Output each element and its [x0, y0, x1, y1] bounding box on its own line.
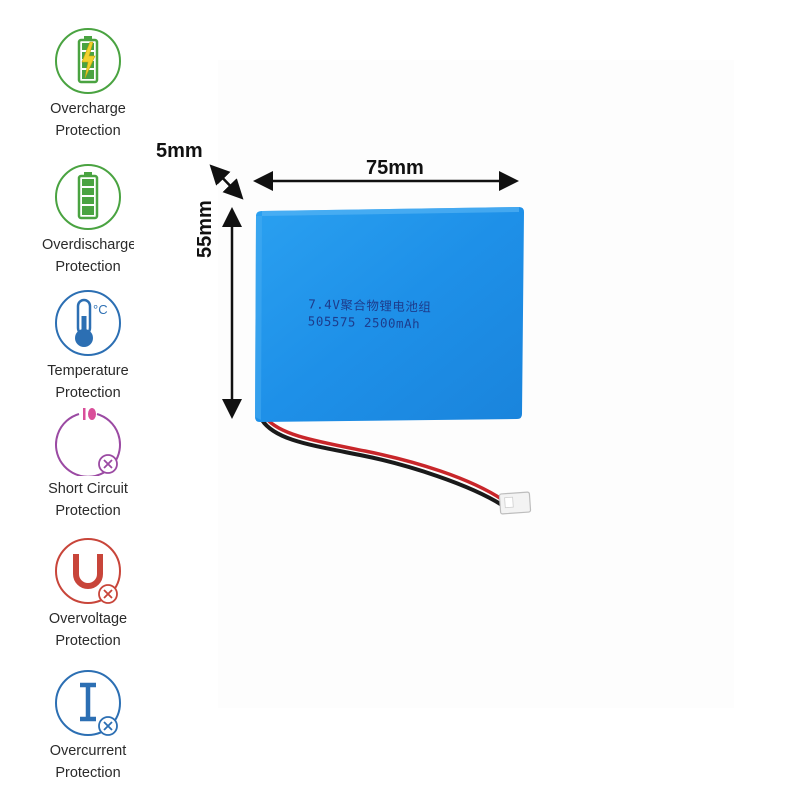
feature-label-line1: Temperature — [47, 363, 129, 379]
black-wire — [260, 418, 504, 507]
feature-label-line1: Overcharge — [50, 101, 126, 117]
feature-label-line2: Protection — [55, 259, 121, 275]
battery-body — [255, 207, 524, 422]
thickness-arrow — [209, 164, 244, 200]
feature-overcharge: Overcharge Protection — [34, 26, 142, 140]
feature-overcurrent: Overcurrent Protection — [34, 668, 142, 782]
feature-label-line1: Overcurrent — [49, 743, 127, 759]
height-dimension-label: 55mm — [194, 200, 216, 258]
thickness-dimension-label: 5mm — [156, 140, 203, 162]
feature-label-line2: Protection — [55, 123, 121, 139]
battery-print-line2: 505575 2500mAh — [307, 313, 421, 332]
overdischarge-battery-icon — [55, 164, 121, 230]
feature-label-line2: Protection — [55, 503, 121, 519]
feature-label-line1: Overdischarge — [42, 237, 134, 253]
overcurrent-icon — [55, 670, 121, 736]
short-circuit-icon — [55, 408, 121, 476]
overvoltage-icon — [55, 538, 121, 604]
red-wire — [264, 416, 504, 502]
celsius-unit: °C — [93, 302, 108, 317]
width-dimension-label: 75mm — [366, 157, 424, 179]
thermometer-icon: °C — [55, 290, 121, 356]
battery-connector — [498, 491, 532, 515]
feature-label-line2: Protection — [55, 633, 121, 649]
feature-label-line2: Protection — [55, 765, 121, 781]
feature-short-circuit: Short Circuit Protection — [34, 406, 142, 520]
feature-label-line1: Short Circuit — [48, 481, 128, 497]
feature-overdischarge: Overdischarge Protection — [34, 162, 142, 276]
feature-label-line1: Overvoltage — [48, 611, 128, 627]
feature-overvoltage: Overvoltage Protection — [34, 536, 142, 650]
feature-temperature: °C Temperature Protection — [34, 288, 142, 402]
overcharge-battery-icon — [55, 28, 121, 94]
feature-label-line2: Protection — [55, 385, 121, 401]
battery-label-print: 7.4V聚合物锂电池组 505575 2500mAh — [308, 295, 432, 332]
